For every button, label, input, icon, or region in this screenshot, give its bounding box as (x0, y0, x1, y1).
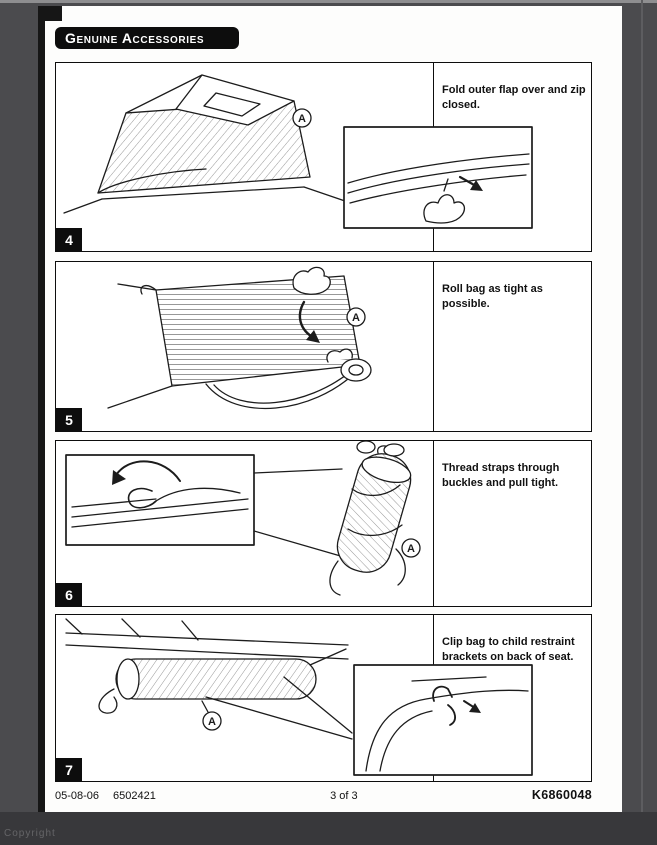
step-instruction: Fold outer flap over and zip closed. (442, 84, 586, 111)
watermark-text: Copyright (4, 828, 56, 839)
step-number-badge: 5 (56, 408, 82, 431)
step-4-illustration: A (63, 74, 533, 229)
callout-a-circle (292, 108, 312, 128)
step-panel-7: A Clip bag to child restraint brackets o… (55, 614, 592, 782)
thread-direction-arrow (112, 470, 126, 485)
callout-a-circle (401, 538, 421, 558)
header-bar: Genuine Accessories (55, 27, 239, 49)
strap-loop (98, 688, 118, 714)
callout-a-circle (346, 307, 366, 327)
seat-back-outline (365, 689, 529, 772)
step-panel-6: A Thread straps through buckles and pull… (55, 440, 592, 607)
callout-a-label: A (298, 113, 306, 125)
buckle (127, 487, 157, 509)
hand-pulling-left (356, 441, 376, 454)
scan-bottom-band: Copyright (0, 812, 657, 845)
step-number-badge: 6 (56, 583, 82, 606)
detail-inset-box (353, 664, 533, 776)
detail-inset-box (65, 454, 255, 546)
panel-divider (433, 262, 435, 431)
step-6-illustration: A (65, 441, 421, 596)
footer-date: 05-08-06 (55, 790, 100, 802)
step-panel-5: A Roll bag as tight as possible. 5 (55, 261, 592, 432)
hand-pulling-right (383, 443, 405, 457)
roll-direction-arrow (306, 330, 320, 343)
step-panel-4: A Fold outer flap over and zip closed. 4 (55, 62, 592, 252)
hand-zipper (423, 194, 466, 224)
hand-holding (326, 348, 353, 363)
footer-part-number: K6860048 (531, 788, 592, 802)
callout-a-label: A (407, 543, 415, 555)
page-title: Genuine Accessories (65, 30, 205, 46)
stowed-bag (115, 658, 317, 700)
panel-divider (433, 441, 435, 606)
step-number-badge: 7 (56, 758, 82, 781)
step-instruction: Roll bag as tight as possible. (442, 283, 543, 310)
footer-doc-number: 6502421 (113, 790, 156, 802)
step-number-badge: 4 (56, 228, 82, 251)
scan-top-edge (0, 0, 657, 3)
scan-corner-artifact (38, 6, 62, 21)
clip-direction-arrow (469, 703, 481, 713)
callout-a-label: A (352, 312, 360, 324)
step-instruction: Clip bag to child restraint brackets on … (442, 636, 575, 663)
flat-bag (155, 275, 361, 387)
step-5-illustration: A (107, 266, 372, 410)
scan-edge-artifact (38, 6, 45, 812)
callout-a-label: A (208, 716, 216, 728)
clip-hook (432, 685, 453, 702)
scan-right-edge (641, 0, 643, 845)
document-page: Genuine Accessories A (38, 6, 622, 812)
callout-a-circle (202, 711, 222, 731)
footer-page-indicator: 3 of 3 (330, 790, 358, 802)
step-7-illustration: A (65, 618, 533, 776)
step-instruction: Thread straps through buckles and pull t… (442, 462, 560, 489)
hand-rolling (292, 266, 331, 295)
page-footer: 05-08-06 6502421 3 of 3 K6860048 (55, 788, 592, 802)
zip-direction-arrow (470, 180, 483, 191)
